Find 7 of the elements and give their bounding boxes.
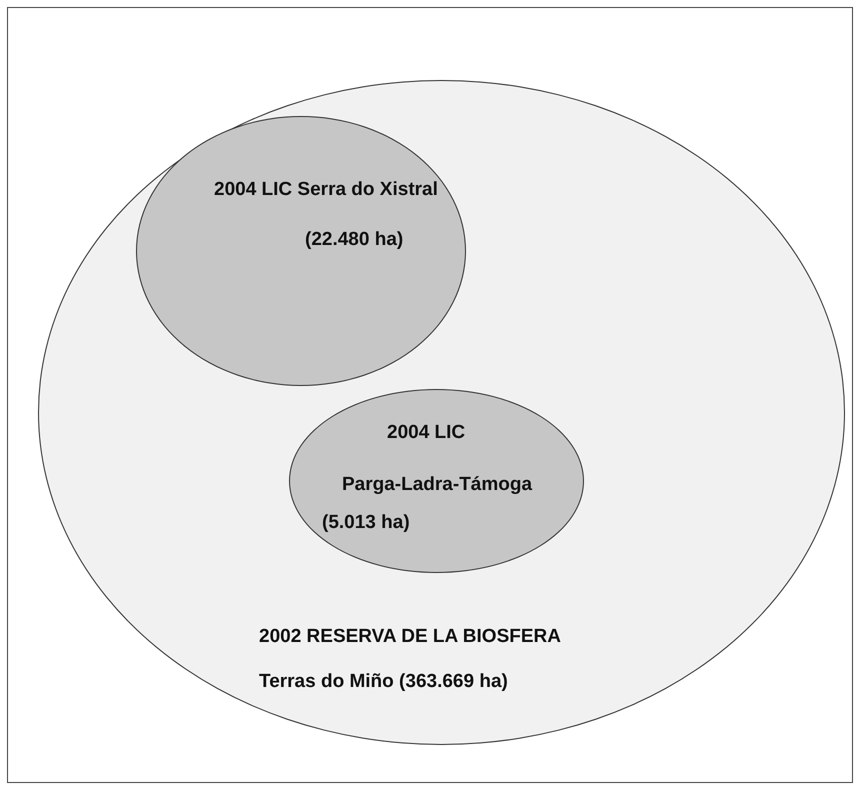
area-label: (5.013 ha) — [322, 512, 410, 535]
area-label: 2004 LIC Serra do Xistral — [214, 179, 438, 202]
area-label: 2004 LIC — [387, 422, 466, 445]
area-label: Terras do Miño (363.669 ha) — [259, 671, 508, 694]
area-label: Parga-Ladra-Támoga — [342, 474, 532, 497]
area-label: 2002 RESERVA DE LA BIOSFERA — [259, 626, 561, 649]
area-label: (22.480 ha) — [305, 229, 404, 252]
